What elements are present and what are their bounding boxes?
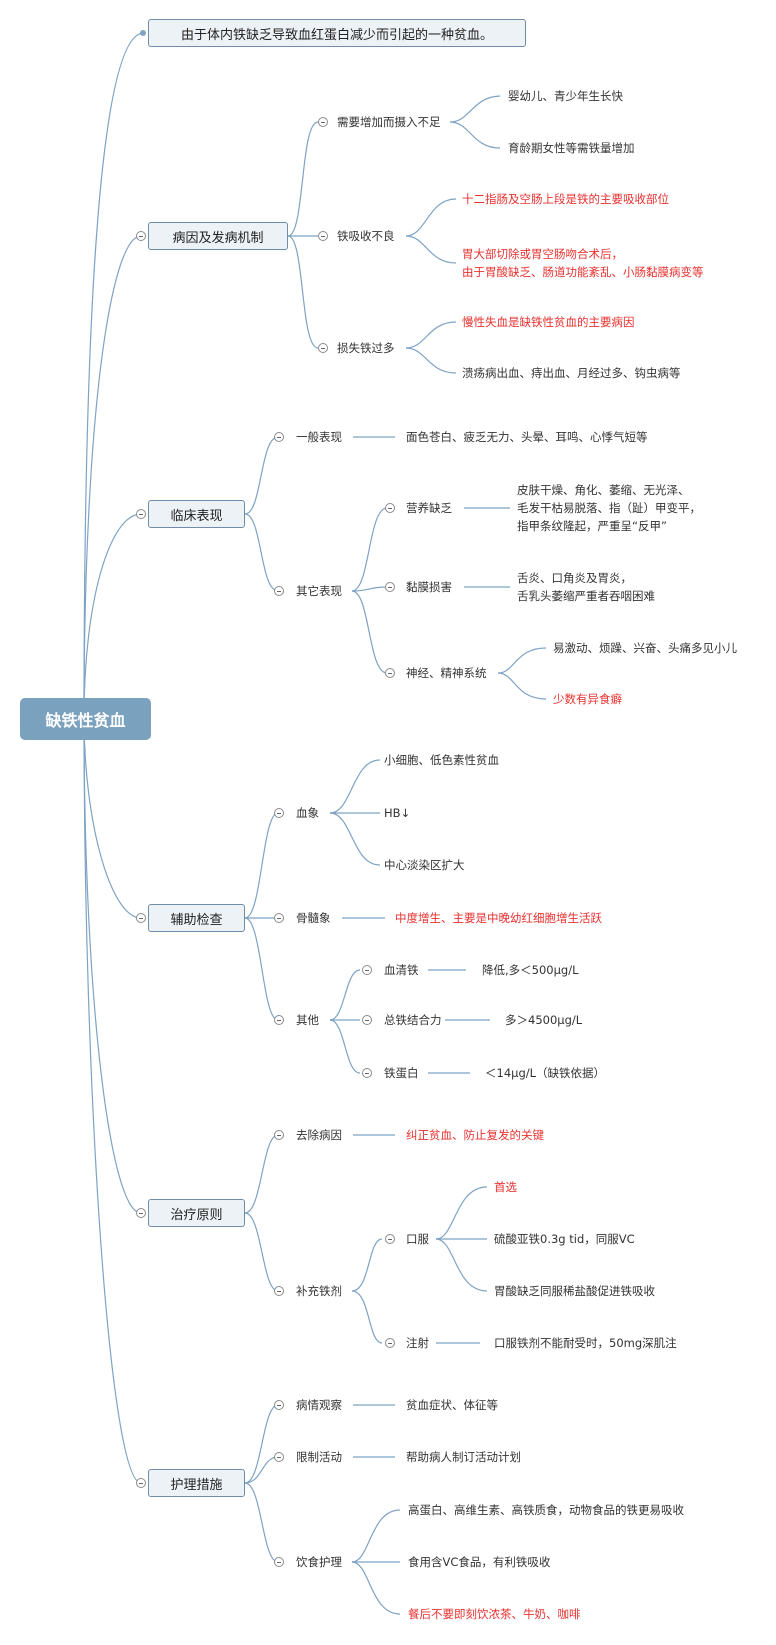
collapse-icon[interactable]: [274, 1130, 284, 1140]
node-oral[interactable]: 口服: [406, 1232, 429, 1246]
node-nutrition[interactable]: 营养缺乏: [406, 501, 452, 515]
definition-dot: [140, 30, 146, 36]
node-nerve[interactable]: 神经、精神系统: [406, 666, 487, 680]
leaf: 舌炎、口角炎及胃炎， 舌乳头萎缩严重者吞咽困难: [517, 571, 655, 603]
leaf: 慢性失血是缺铁性贫血的主要病因: [462, 315, 635, 329]
leaf: 小细胞、低色素性贫血: [384, 753, 499, 767]
leaf: 皮肤干燥、角化、萎缩、无光泽、 毛发干枯易脱落、指（趾）甲变平， 指甲条纹隆起，…: [517, 483, 701, 533]
node-diet[interactable]: 饮食护理: [296, 1555, 342, 1569]
leaf: 贫血症状、体征等: [406, 1398, 498, 1412]
leaf: 中心淡染区扩大: [384, 858, 465, 872]
branch-clinical[interactable]: 临床表现: [148, 500, 245, 528]
collapse-icon[interactable]: [136, 509, 146, 519]
branch-exam[interactable]: 辅助检查: [148, 904, 245, 932]
collapse-icon[interactable]: [136, 1478, 146, 1488]
branch-etiology[interactable]: 病因及发病机制: [148, 222, 288, 250]
collapse-icon[interactable]: [274, 586, 284, 596]
node-general[interactable]: 一般表现: [296, 430, 342, 444]
leaf: 少数有异食癖: [553, 692, 622, 706]
leaf: 降低,多＜500μg/L: [482, 963, 579, 977]
collapse-icon[interactable]: [385, 582, 395, 592]
collapse-icon[interactable]: [274, 1400, 284, 1410]
node-activity[interactable]: 限制活动: [296, 1450, 342, 1464]
leaf: 胃大部切除或胃空肠吻合术后， 由于胃酸缺乏、肠道功能紊乱、小肠黏膜病变等: [462, 247, 704, 279]
leaf: 婴幼儿、青少年生长快: [508, 89, 623, 103]
collapse-icon[interactable]: [385, 1338, 395, 1348]
node-remove-cause[interactable]: 去除病因: [296, 1128, 342, 1142]
leaf: 首选: [494, 1180, 517, 1194]
collapse-icon[interactable]: [274, 1286, 284, 1296]
node-absorption[interactable]: 铁吸收不良: [337, 229, 395, 243]
node-marrow[interactable]: 骨髓象: [296, 911, 331, 925]
leaf: 溃疡病出血、痔出血、月经过多、钩虫病等: [462, 366, 681, 380]
node-ferritin[interactable]: 铁蛋白: [384, 1066, 419, 1080]
collapse-icon[interactable]: [274, 808, 284, 818]
definition-node[interactable]: 由于体内铁缺乏导致血红蛋白减少而引起的一种贫血。: [148, 19, 526, 47]
leaf: 高蛋白、高维生素、高铁质食，动物食品的铁更易吸收: [408, 1503, 684, 1517]
node-iron-supplement[interactable]: 补充铁剂: [296, 1284, 342, 1298]
collapse-icon[interactable]: [362, 1068, 372, 1078]
leaf: 中度增生、主要是中晚幼红细胞增生活跃: [395, 911, 602, 925]
root-node[interactable]: 缺铁性贫血: [20, 698, 151, 740]
leaf: 硫酸亚铁0.3g tid，同服VC: [494, 1232, 635, 1246]
node-intake[interactable]: 需要增加而摄入不足: [337, 115, 441, 129]
collapse-icon[interactable]: [318, 117, 328, 127]
leaf: 十二指肠及空肠上段是铁的主要吸收部位: [462, 192, 669, 206]
collapse-icon[interactable]: [136, 1208, 146, 1218]
branch-nursing[interactable]: 护理措施: [148, 1469, 245, 1497]
leaf: 易激动、烦躁、兴奋、头痛多见小儿: [553, 641, 737, 655]
node-tibc[interactable]: 总铁结合力: [384, 1013, 442, 1027]
node-mucosa[interactable]: 黏膜损害: [406, 580, 452, 594]
node-serum-iron[interactable]: 血清铁: [384, 963, 419, 977]
node-other[interactable]: 其它表现: [296, 584, 342, 598]
collapse-icon[interactable]: [274, 432, 284, 442]
collapse-icon[interactable]: [362, 965, 372, 975]
branch-treatment[interactable]: 治疗原则: [148, 1199, 245, 1227]
collapse-icon[interactable]: [136, 231, 146, 241]
leaf: 帮助病人制订活动计划: [406, 1450, 521, 1464]
collapse-icon[interactable]: [274, 1557, 284, 1567]
leaf: 口服铁剂不能耐受时，50mg深肌注: [494, 1336, 677, 1350]
collapse-icon[interactable]: [274, 1015, 284, 1025]
collapse-icon[interactable]: [274, 1452, 284, 1462]
leaf: 纠正贫血、防止复发的关键: [406, 1128, 544, 1142]
collapse-icon[interactable]: [318, 231, 328, 241]
leaf: 食用含VC食品，有利铁吸收: [408, 1555, 551, 1569]
leaf: 多＞4500μg/L: [505, 1013, 583, 1027]
node-others[interactable]: 其他: [296, 1013, 319, 1027]
collapse-icon[interactable]: [274, 913, 284, 923]
leaf: 育龄期女性等需铁量增加: [508, 141, 635, 155]
collapse-icon[interactable]: [136, 913, 146, 923]
node-loss[interactable]: 损失铁过多: [337, 341, 395, 355]
collapse-icon[interactable]: [362, 1015, 372, 1025]
leaf: 面色苍白、疲乏无力、头晕、耳鸣、心悸气短等: [406, 430, 648, 444]
leaf: ＜14μg/L（缺铁依据）: [485, 1066, 606, 1080]
node-blood[interactable]: 血象: [296, 806, 319, 820]
collapse-icon[interactable]: [385, 668, 395, 678]
leaf: 餐后不要即刻饮浓茶、牛奶、咖啡: [408, 1607, 581, 1621]
leaf: 胃酸缺乏同服稀盐酸促进铁吸收: [494, 1284, 655, 1298]
leaf: HB↓: [384, 806, 411, 820]
node-injection[interactable]: 注射: [406, 1336, 429, 1350]
collapse-icon[interactable]: [318, 343, 328, 353]
collapse-icon[interactable]: [385, 503, 395, 513]
node-observation[interactable]: 病情观察: [296, 1398, 342, 1412]
collapse-icon[interactable]: [385, 1234, 395, 1244]
